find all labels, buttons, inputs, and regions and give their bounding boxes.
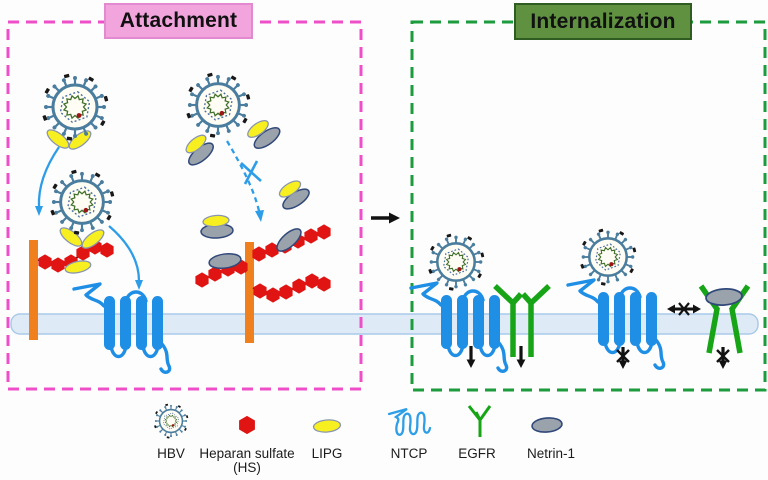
heparan-sulfate-chain: [252, 273, 331, 303]
signaling-arrow: [465, 344, 477, 370]
legend-lipg-icon: [312, 419, 342, 433]
ntcp-binding-arrow: [108, 225, 143, 290]
blocked-signaling-arrow: [617, 347, 629, 369]
legend-label-heparan-sulfate-line1: Heparan sulfate: [199, 446, 295, 461]
attachment-panel-title: Attachment: [104, 3, 253, 39]
heparan-sulfate-chain: [195, 259, 248, 288]
hbv-virion: [580, 229, 636, 286]
legend-label-lipg: LIPG: [311, 446, 343, 461]
signaling-arrow: [514, 344, 528, 370]
legend-egfr-icon: [467, 405, 492, 437]
netrin-ellipse: [705, 288, 743, 306]
blocked-attachment-arrow: [226, 140, 264, 222]
transition-arrow: [371, 212, 400, 224]
internalization-panel-title: Internalization: [514, 3, 692, 40]
heparan-sulfate-chain: [37, 239, 114, 273]
legend-label-heparan-sulfate: Heparan sulfate (HS): [199, 447, 294, 474]
cell-membrane: [10, 313, 759, 335]
legend-label-hbv: HBV: [157, 446, 185, 461]
hbv-virion: [50, 170, 114, 235]
legend-netrin-icon: [531, 417, 563, 433]
proteoglycan-core-bar: [245, 242, 254, 343]
legend-hbv-icon: [154, 404, 188, 439]
legend-label-ntcp: NTCP: [390, 446, 428, 461]
proteoglycan-core-bar: [29, 240, 38, 340]
attachment-arrow: [35, 146, 60, 216]
blocked-signaling-arrow: [717, 347, 729, 369]
legend-label-heparan-sulfate-line2: (HS): [233, 459, 261, 475]
egfr-netrin-complex: [698, 284, 751, 354]
legend-heparan-sulfate-icon: [239, 415, 255, 435]
legend-label-netrin: Netrin-1: [526, 446, 576, 461]
egfr-receptor: [493, 284, 551, 357]
hbv-virion: [186, 73, 250, 138]
legend-label-egfr: EGFR: [458, 446, 496, 461]
legend-ntcp-icon: [387, 407, 432, 436]
blocked-interaction-arrow: [667, 302, 701, 316]
